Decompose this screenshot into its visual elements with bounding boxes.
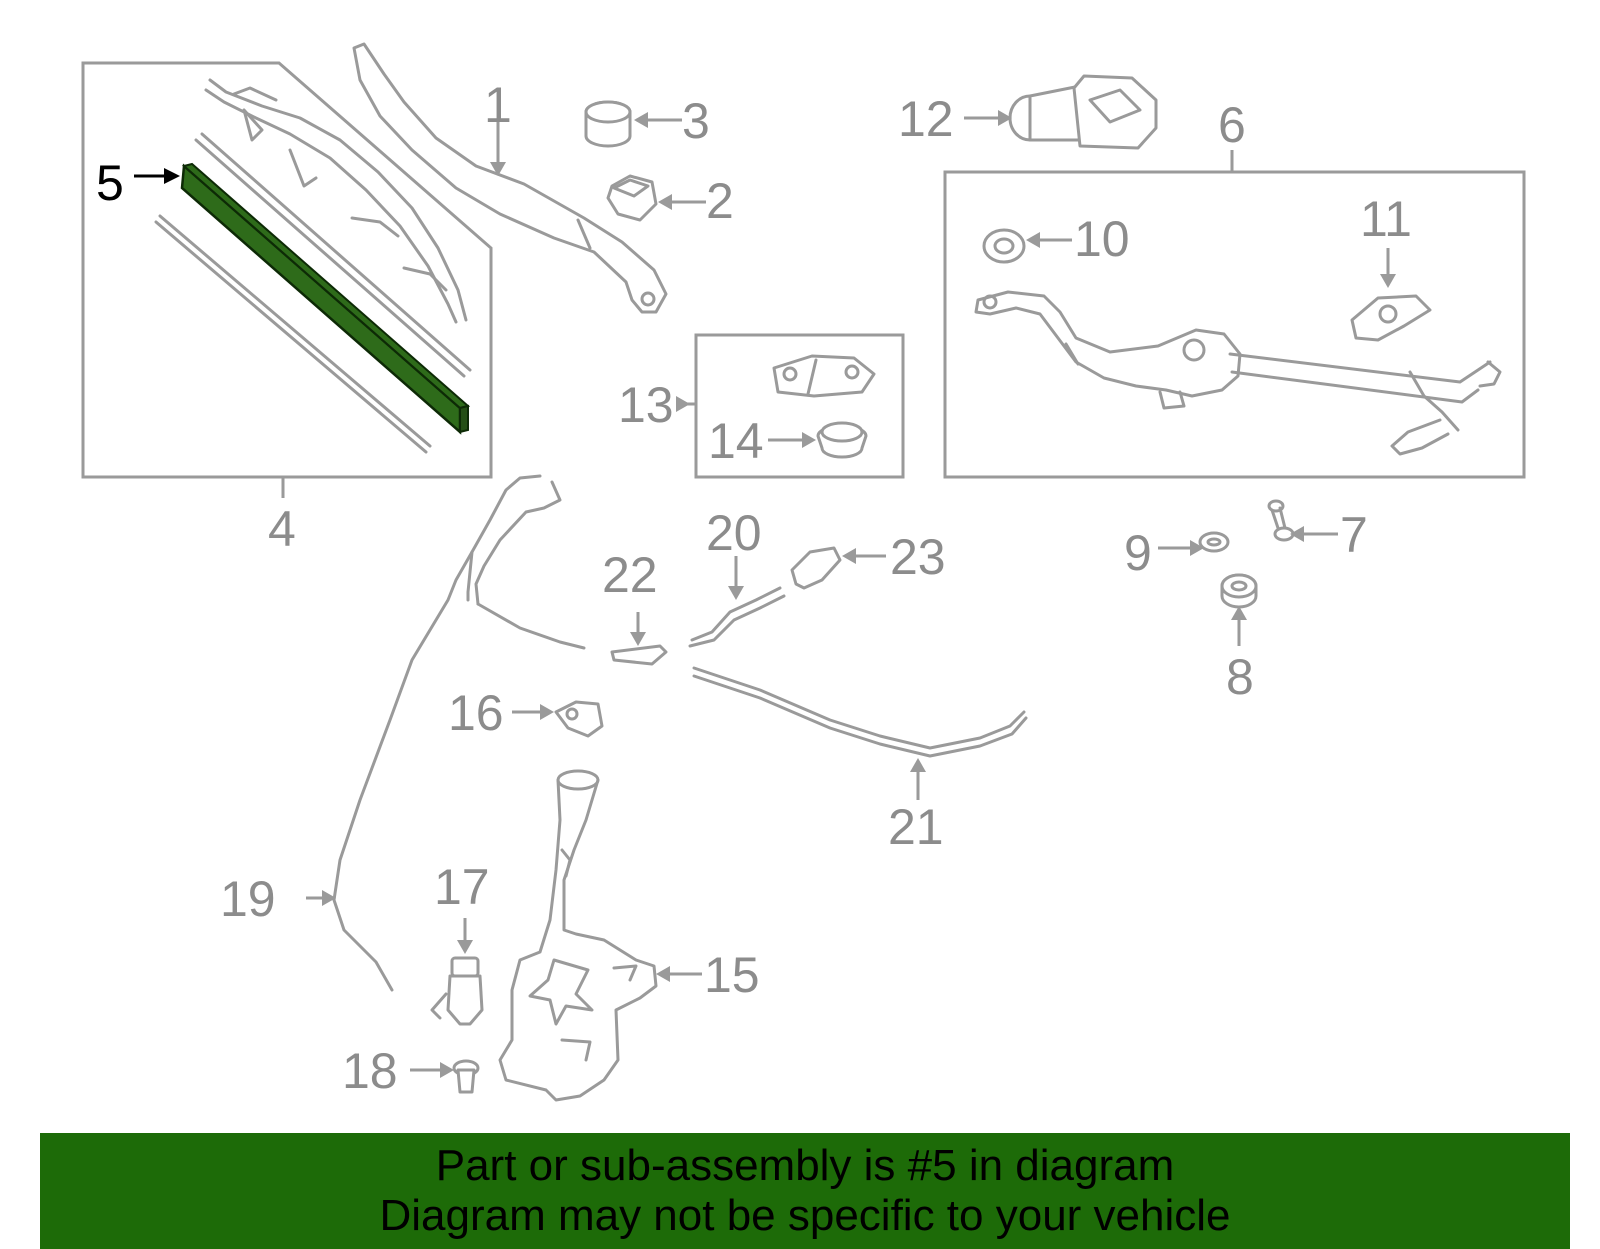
banner-line-1: Part or sub-assembly is #5 in diagram <box>435 1141 1175 1190</box>
callout-23: 23 <box>890 529 946 585</box>
callout-22: 22 <box>602 547 658 603</box>
cap-part-3[interactable] <box>584 100 682 148</box>
clip-part-16[interactable] <box>512 700 604 738</box>
callout-20: 20 <box>706 505 762 561</box>
callout-6: 6 <box>1218 97 1246 153</box>
blade-frame[interactable] <box>204 78 468 324</box>
callout-2: 2 <box>706 173 734 229</box>
nut-part-2[interactable] <box>606 174 706 222</box>
washer-part-9[interactable] <box>1158 531 1230 553</box>
callout-5-leader <box>134 168 180 184</box>
callout-4: 4 <box>268 501 296 557</box>
banner-line-2: Diagram may not be specific to your vehi… <box>379 1191 1231 1240</box>
blade-strips <box>154 132 472 454</box>
callout-16: 16 <box>448 685 504 741</box>
callout-3: 3 <box>682 93 710 149</box>
nozzle-part-23[interactable] <box>790 546 886 590</box>
callout-7: 7 <box>1340 507 1368 563</box>
hose-part-20[interactable] <box>688 556 786 648</box>
wiper-motor-part-12[interactable] <box>964 74 1158 150</box>
connector-part-22[interactable] <box>610 612 668 666</box>
callout-1: 1 <box>484 77 512 133</box>
bracket-box-13 <box>678 333 905 479</box>
callout-21: 21 <box>888 799 944 855</box>
pivot-part-11[interactable] <box>1350 248 1432 342</box>
info-banner: Part or sub-assembly is #5 in diagram Di… <box>40 1133 1570 1249</box>
grommet-part-18[interactable] <box>410 1059 480 1094</box>
hose-part-19[interactable] <box>306 474 586 992</box>
reservoir-part-15[interactable] <box>498 769 702 1102</box>
wiper-arm-part-1[interactable] <box>352 42 668 314</box>
blade-insert-part-5[interactable] <box>180 162 471 435</box>
nut-part-8[interactable] <box>1220 573 1258 646</box>
callout-18: 18 <box>342 1043 398 1099</box>
hose-part-21[interactable] <box>692 666 1028 800</box>
callout-19: 19 <box>220 871 276 927</box>
callout-8: 8 <box>1226 649 1254 705</box>
callout-10: 10 <box>1074 211 1130 267</box>
callout-13: 13 <box>618 377 674 433</box>
callout-14: 14 <box>708 413 764 469</box>
wiper-linkage[interactable] <box>974 290 1502 456</box>
pump-part-17[interactable] <box>430 918 484 1026</box>
grommet-part-10[interactable] <box>982 228 1072 264</box>
callout-5: 5 <box>96 155 124 211</box>
callout-15: 15 <box>704 947 760 1003</box>
callout-17: 17 <box>434 859 490 915</box>
callout-11: 11 <box>1360 191 1412 247</box>
callout-12: 12 <box>898 91 954 147</box>
callout-9: 9 <box>1124 525 1152 581</box>
leader-arrowheads <box>322 110 1396 1078</box>
